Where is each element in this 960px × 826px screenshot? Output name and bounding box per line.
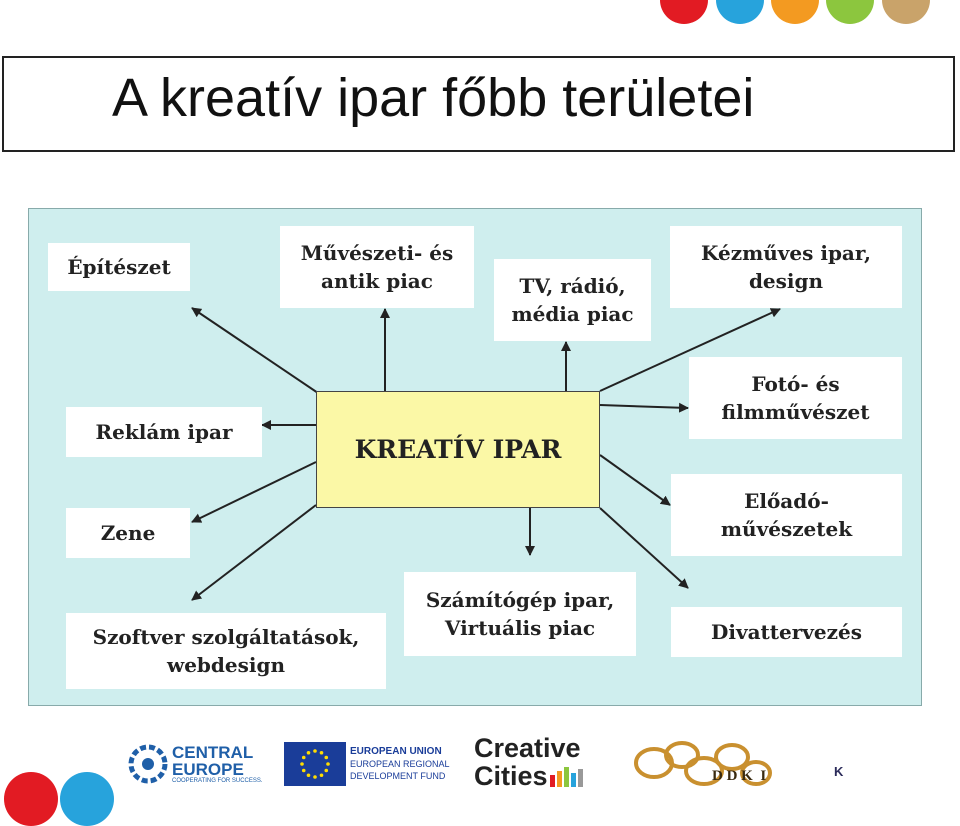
node-tv: TV, rádió, média piac xyxy=(494,259,651,341)
ddk-k: K xyxy=(834,764,844,779)
node-foto: Fotó- és filmművészet xyxy=(689,357,902,439)
eu-line3: DEVELOPMENT FUND xyxy=(350,771,446,781)
eu-star-icon xyxy=(301,768,306,773)
eu-star-icon xyxy=(324,768,329,773)
eu-star-icon xyxy=(324,755,329,760)
eu-star-icon xyxy=(319,750,324,755)
eu-logo: EUROPEAN UNION EUROPEAN REGIONAL DEVELOP… xyxy=(284,741,454,787)
creative-cities-line2: Cities xyxy=(474,761,548,791)
arrow-eloado xyxy=(599,454,671,506)
ddk-logo: D D K I K xyxy=(632,732,852,794)
node-divat: Divattervezés xyxy=(671,607,902,657)
central-europe-tagline: COOPERATING FOR SUCCESS. xyxy=(172,778,263,784)
creative-cities-logo: Creative Cities xyxy=(474,734,604,790)
creative-cities-line1: Creative xyxy=(474,733,581,763)
dot-bottom-blue xyxy=(60,772,114,826)
arrow-divat xyxy=(599,507,689,589)
node-szamitogep: Számítógép ipar, Virtuális piac xyxy=(404,572,636,656)
eu-star-icon xyxy=(326,762,330,766)
central-europe-logo: CENTRAL EUROPE COOPERATING FOR SUCCESS. xyxy=(128,738,273,790)
eu-star-icon xyxy=(313,749,317,753)
node-zene: Zene xyxy=(66,508,190,558)
eu-flag-icon xyxy=(284,742,346,786)
ddk-text: D D K I xyxy=(712,768,767,784)
arrow-epiteszet xyxy=(191,307,319,394)
page-title: A kreatív ipar főbb területei xyxy=(112,68,755,128)
eu-star-icon xyxy=(313,775,317,779)
node-kezmuves: Kézműves ipar, design xyxy=(670,226,902,308)
ddk-rings-icon xyxy=(634,741,772,786)
eu-star-icon xyxy=(306,773,311,778)
title-box xyxy=(2,56,955,152)
eu-line1: EUROPEAN UNION xyxy=(350,746,442,757)
eu-star-icon xyxy=(319,773,324,778)
node-szoftver: Szoftver szolgáltatások, webdesign xyxy=(66,613,386,689)
central-europe-name: CENTRAL EUROPE xyxy=(172,743,254,779)
arrow-zene xyxy=(191,461,317,523)
node-epiteszet: Építészet xyxy=(48,243,190,291)
arrow-foto xyxy=(599,402,689,413)
dot-bottom-red xyxy=(4,772,58,826)
node-muveszeti: Művészeti- és antik piac xyxy=(280,226,474,308)
central-europe-emblem-icon xyxy=(128,744,168,784)
creative-cities-bars-icon xyxy=(549,767,583,787)
center-node: KREATÍV IPAR xyxy=(316,391,600,508)
eu-star-icon xyxy=(306,750,311,755)
node-eloado: Előadó- művészetek xyxy=(671,474,902,556)
arrow-szoftver xyxy=(191,504,317,601)
eu-line2: EUROPEAN REGIONAL xyxy=(350,759,450,769)
node-reklam: Reklám ipar xyxy=(66,407,262,457)
eu-star-icon xyxy=(300,762,304,766)
diagram-arrows xyxy=(191,307,781,601)
eu-star-icon xyxy=(301,755,306,760)
arrow-kezmuves xyxy=(599,308,781,392)
